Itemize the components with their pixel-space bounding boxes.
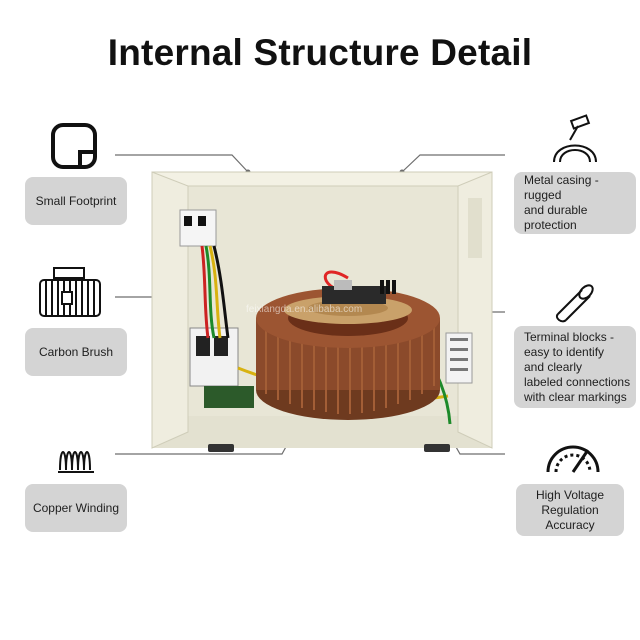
carbon-brush-icon [39,267,101,317]
copper-coil-icon [58,451,94,473]
carbon-brush-label: Carbon Brush [25,328,127,376]
page-title: Internal Structure Detail [107,32,533,73]
footprint-icon [51,123,97,169]
copper-winding-label: Copper Winding [25,484,127,532]
terminal-blocks-label: Terminal blocks - easy to identify and c… [514,326,636,408]
high-voltage-line: High Voltage [535,487,605,502]
metal-casing-line: and durable [524,203,588,217]
terminal-blocks-line: with clear markings [524,389,627,404]
terminal-blocks-line: Terminal blocks - [524,329,615,344]
metal-casing-line: Metal casing - rugged [524,173,599,202]
watermark: feixiangda.en.alibaba.com [246,304,363,315]
metal-casing-line: protection [524,218,577,232]
small-footprint-label: Small Footprint [25,177,127,225]
terminal-blocks-line: easy to identify [524,344,605,359]
cable-icon [556,284,594,323]
high-voltage-line: Regulation [541,502,599,517]
voltage-regulator-illustration [151,171,493,452]
metal-casing-label: Metal casing - rugged and durable protec… [514,172,636,234]
hammer-icon [553,114,597,163]
high-voltage-label: High Voltage Regulation Accuracy [516,484,624,536]
terminal-blocks-line: labeled connections [524,374,631,389]
terminal-blocks-line: and clearly [524,359,583,374]
gauge-icon [546,445,600,473]
high-voltage-line: Accuracy [545,517,595,532]
